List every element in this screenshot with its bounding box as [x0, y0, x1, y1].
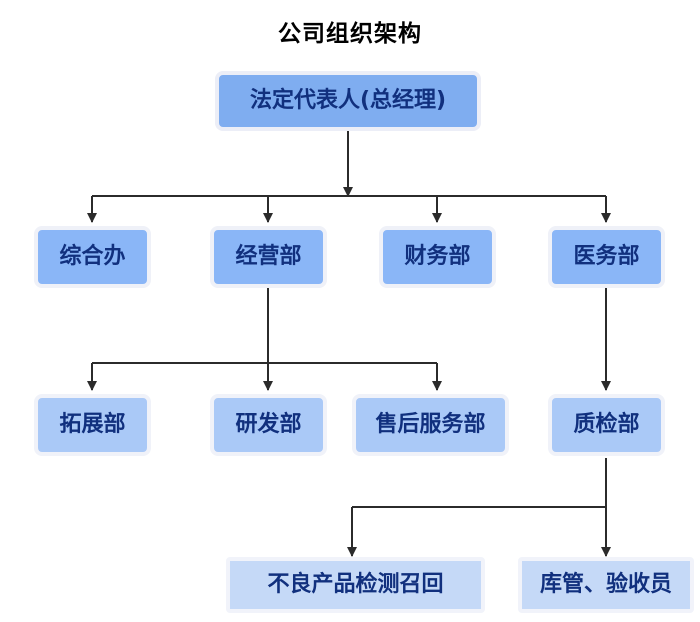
node-label: 研发部 [235, 411, 302, 437]
node-warehouse-keeper-inspector[interactable]: 库管、验收员 [518, 557, 694, 613]
node-label: 医务部 [573, 243, 640, 269]
node-after-sales-service-department[interactable]: 售后服务部 [352, 394, 509, 456]
node-legal-representative-general-manager[interactable]: 法定代表人(总经理) [215, 71, 481, 131]
node-label: 法定代表人(总经理) [249, 87, 447, 113]
page-title: 公司组织架构 [278, 21, 422, 47]
node-rnd-department[interactable]: 研发部 [210, 394, 327, 456]
node-label: 不良产品检测召回 [267, 571, 444, 597]
node-label: 拓展部 [59, 411, 126, 437]
node-label: 库管、验收员 [539, 571, 672, 597]
node-finance-department[interactable]: 财务部 [379, 226, 496, 288]
edge-zhijianbu-to-children [347, 458, 611, 557]
node-label: 综合办 [59, 243, 126, 269]
node-label: 质检部 [573, 411, 640, 437]
node-comprehensive-office[interactable]: 综合办 [34, 226, 151, 288]
node-expansion-department[interactable]: 拓展部 [34, 394, 151, 456]
node-medical-affairs-department[interactable]: 医务部 [548, 226, 665, 288]
edge-jingyingbu-to-children [87, 288, 442, 391]
edge-root-to-level1 [87, 131, 611, 223]
node-business-department[interactable]: 经营部 [210, 226, 327, 288]
node-quality-inspection-department[interactable]: 质检部 [548, 394, 665, 456]
node-label: 经营部 [235, 243, 302, 269]
node-label: 售后服务部 [375, 411, 486, 437]
node-defective-product-detection-recall[interactable]: 不良产品检测召回 [226, 557, 485, 613]
node-label: 财务部 [404, 243, 471, 269]
